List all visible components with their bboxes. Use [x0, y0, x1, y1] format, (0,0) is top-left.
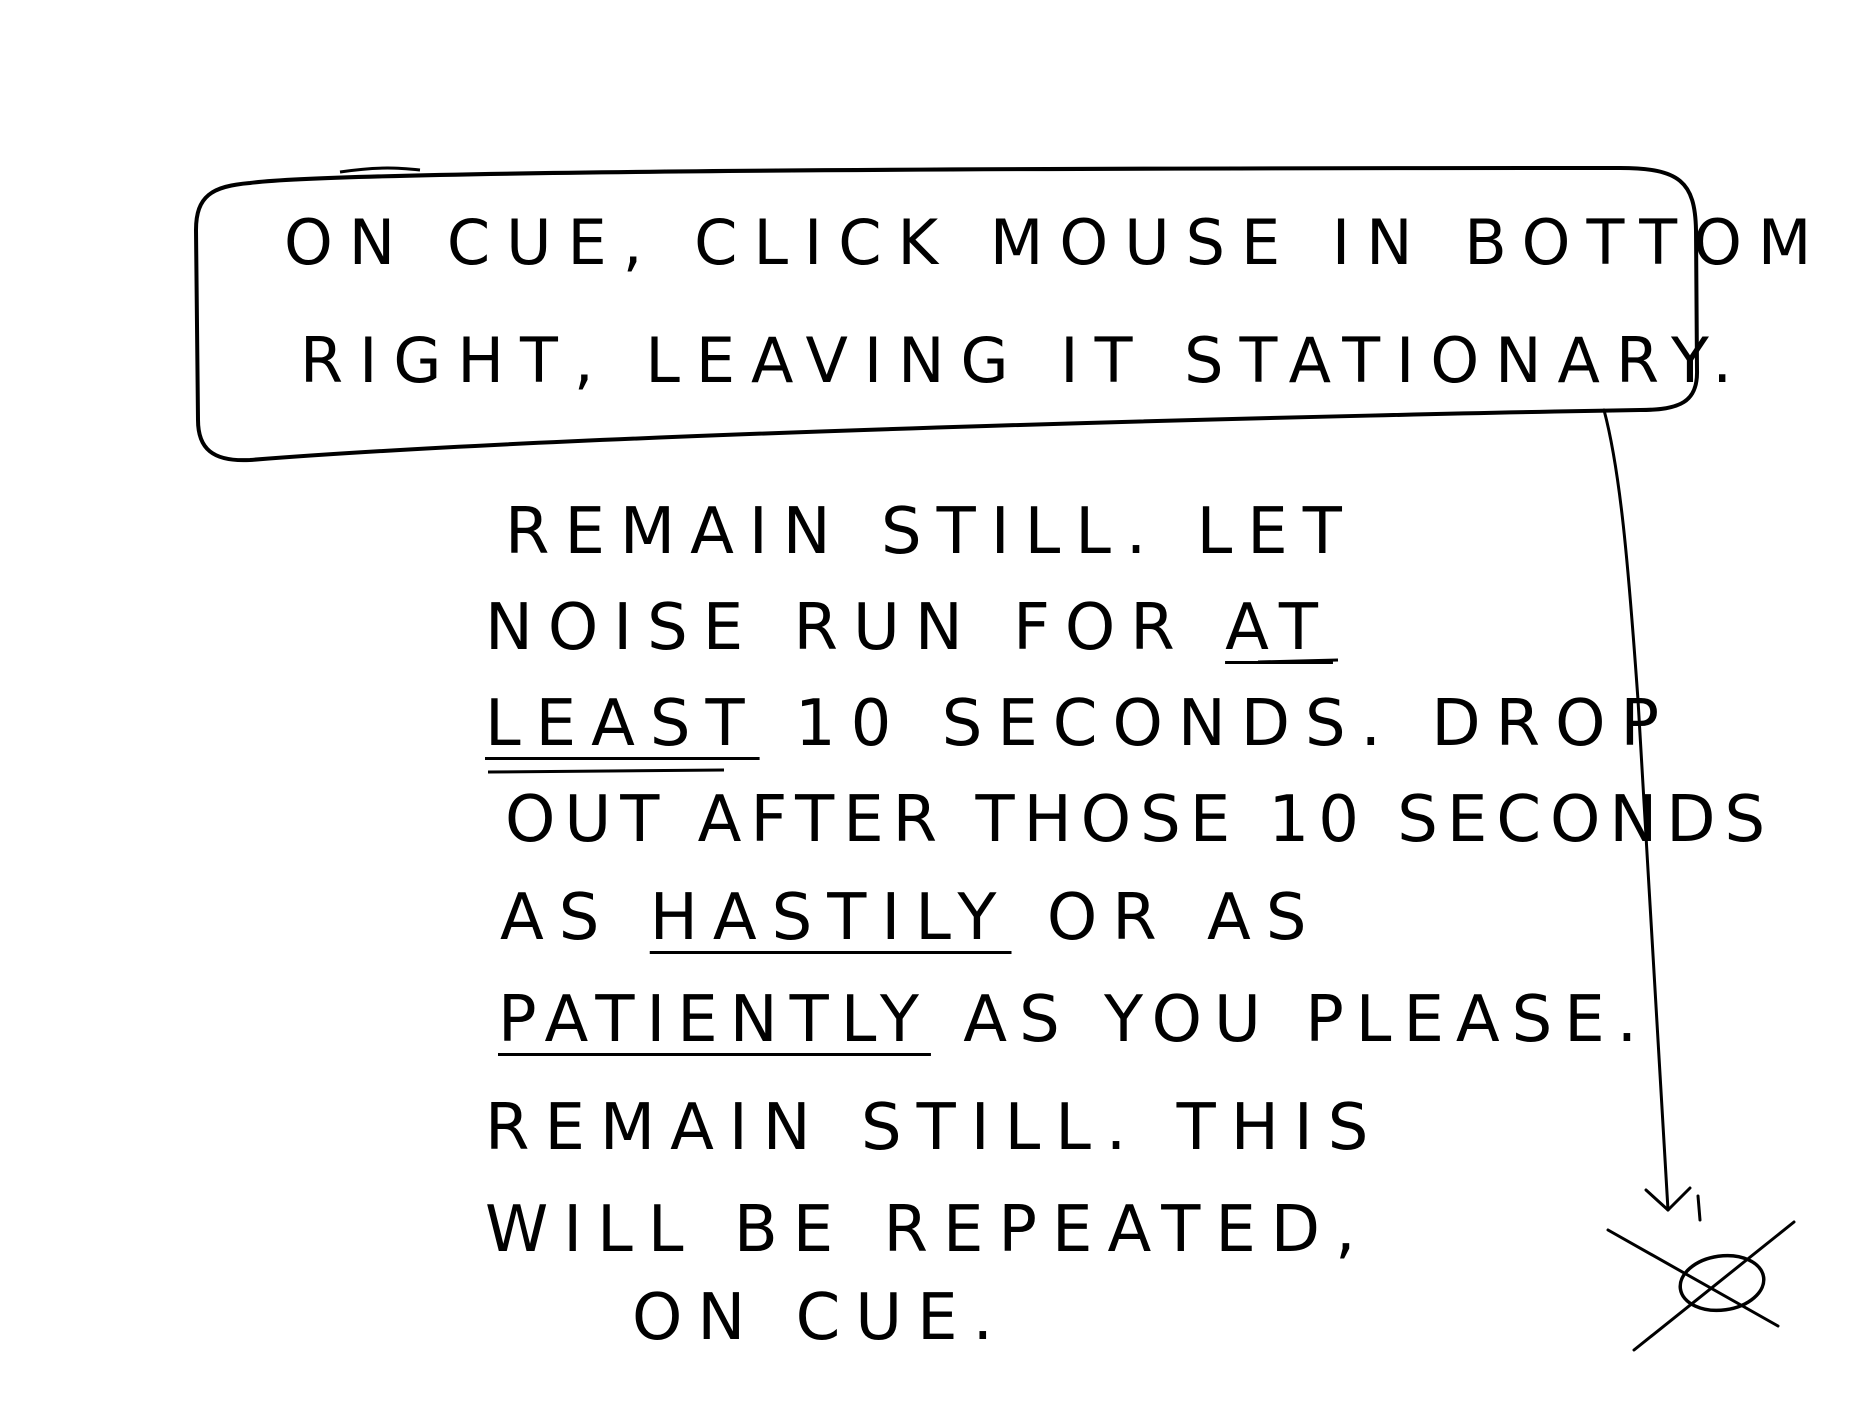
- emphasis-hastily: HASTILY: [649, 881, 1012, 955]
- instruction-line-4: OUT AFTER THOSE 10 SECONDS: [505, 783, 1775, 857]
- emphasis-patiently: PATIENTLY: [498, 983, 931, 1057]
- instruction-line-1: REMAIN STILL. LET: [505, 495, 1357, 569]
- callout-line-2: RIGHT, LEAVING IT STATIONARY.: [300, 324, 1749, 397]
- emphasis-at: AT: [1225, 591, 1333, 665]
- least-second-underline: [487, 768, 725, 774]
- instruction-line-7: REMAIN STILL. THIS: [485, 1091, 1384, 1165]
- instruction-line-3-text: 10 SECONDS. DROP: [759, 687, 1675, 761]
- arrowhead-tip: [1696, 1194, 1702, 1222]
- connector-line: [1602, 408, 1670, 1212]
- instruction-line-6-text: AS YOU PLEASE.: [930, 983, 1650, 1057]
- instruction-line-5-text-a: AS: [500, 881, 650, 955]
- instruction-line-5-text-c: OR AS: [1011, 881, 1322, 955]
- instruction-line-6: PATIENTLY AS YOU PLEASE.: [498, 988, 1649, 1052]
- bottom-right-target-icon: [1606, 1220, 1796, 1352]
- arrowhead: [1644, 1186, 1692, 1212]
- instruction-line-8: WILL BE REPEATED,: [485, 1193, 1371, 1267]
- instruction-line-2: NOISE RUN FOR AT: [485, 596, 1333, 660]
- at-second-underline: [1257, 658, 1339, 664]
- callout-box-outline: [194, 166, 1700, 463]
- instruction-line-2-text: NOISE RUN FOR: [485, 591, 1226, 665]
- callout-box-overlap-tick: [339, 166, 421, 174]
- instruction-line-5: AS HASTILY OR AS: [500, 886, 1321, 950]
- instruction-line-3: LEAST 10 SECONDS. DROP: [485, 692, 1674, 756]
- instruction-line-9: ON CUE.: [632, 1281, 1008, 1355]
- callout-line-1: ON CUE, CLICK MOUSE IN BOTTOM: [284, 206, 1828, 279]
- emphasis-least: LEAST: [485, 687, 760, 761]
